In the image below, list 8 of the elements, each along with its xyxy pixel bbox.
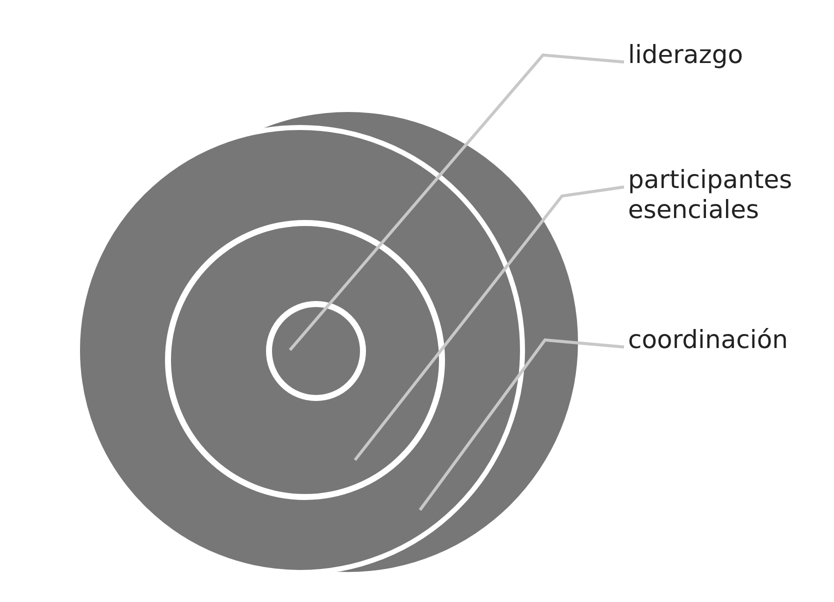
middle-ring [165,220,445,500]
callout-label: liderazgo [628,40,828,70]
inner-ring [266,301,366,401]
callout-label: participantes esenciales [628,165,828,225]
leader-line [418,338,624,511]
leader-line [288,53,624,351]
leader-line [354,186,624,461]
callout-label: coordinación [628,325,828,355]
